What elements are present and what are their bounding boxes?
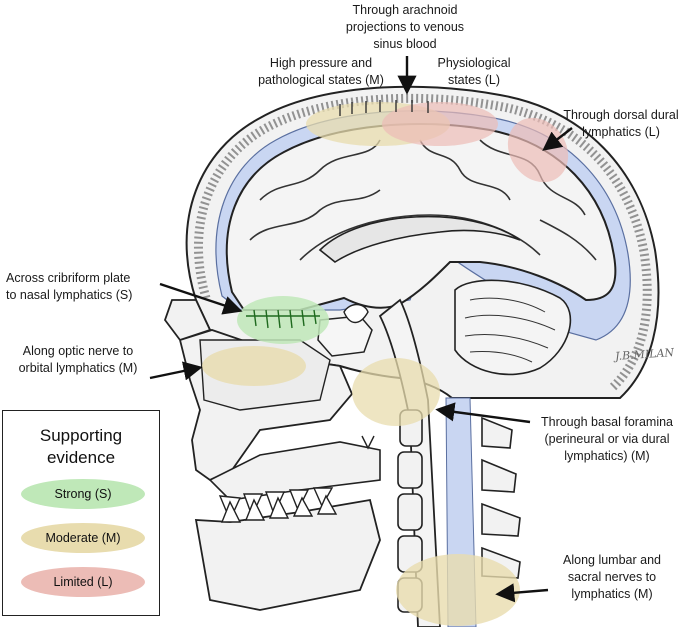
label-line: Across cribriform plate [6,271,131,285]
label-line: orbital lymphatics (M) [18,361,138,375]
label-line: Through basal foramina [540,415,674,429]
region-cribriform [237,296,329,344]
olfactory-fibres [246,309,320,329]
arachnoid-projections [339,100,429,116]
arrow-optic-nerve [149,361,203,381]
legend-title-line: Supporting [39,426,123,445]
label-line: High pressure and [269,56,373,70]
region-lumbar-sacral [396,554,520,626]
skull-diploe [194,93,652,392]
label-line: to nasal lymphatics (S) [6,288,133,302]
label-basal-foramina: Through basal foramina (perineural or vi… [532,414,682,465]
label-line: lymphatics) (M) [564,449,650,463]
arrow-lumbar-sacral [495,583,549,603]
label-optic-nerve: Along optic nerve to orbital lymphatics … [4,343,152,377]
label-line: (perineural or via dural [544,432,670,446]
legend-label: Limited (L) [53,575,113,589]
legend-title: Supporting evidence [3,425,159,469]
arrow-cribriform [159,282,243,315]
region-optic-nerve [202,346,306,386]
label-line: Physiological [437,56,511,70]
legend: Supporting evidence Strong (S) Moderate … [2,410,160,616]
label-line: sacral nerves to [567,570,657,584]
cerebellum [454,279,572,376]
legend-label: Moderate (M) [45,531,121,545]
label-dorsal-dural: Through dorsal dural lymphatics (L) [558,107,684,141]
label-line: Through arachnoid [352,3,458,17]
maxilla [208,441,381,501]
legend-item-moderate: Moderate (M) [21,523,145,553]
legend-label: Strong (S) [54,487,112,501]
label-line: lymphatics (M) [571,587,653,601]
label-lumbar-sacral: Along lumbar and sacral nerves to lympha… [548,552,676,603]
arrow-dorsal-dural [542,127,573,151]
label-line: lymphatics (L) [582,125,660,139]
label-line: pathological states (M) [258,73,384,87]
pointer-arrows [149,56,573,603]
lower-teeth [220,494,338,523]
arrow-basal-foramina [435,402,531,424]
region-basal-foramina [352,358,440,426]
label-high-pressure: High pressure and pathological states (M… [246,55,396,89]
legend-item-limited: Limited (L) [21,567,145,597]
cerebellum-folia [464,297,556,363]
label-cribriform: Across cribriform plate to nasal lymphat… [6,270,166,304]
label-arachnoid: Through arachnoid projections to venous … [335,2,475,53]
label-line: sinus blood [373,37,437,51]
legend-title-line: evidence [46,448,116,467]
label-line: Along lumbar and [563,553,661,567]
v-mark [361,435,375,450]
region-physiological [382,102,498,146]
label-line: states (L) [447,73,501,87]
label-line: Through dorsal dural [563,108,679,122]
pituitary [343,303,369,324]
corpus-callosum [318,215,521,263]
label-line: projections to venous [345,20,465,34]
label-line: Along optic nerve to [22,344,134,358]
label-physiological: Physiological states (L) [424,55,524,89]
legend-item-strong: Strong (S) [21,479,145,509]
